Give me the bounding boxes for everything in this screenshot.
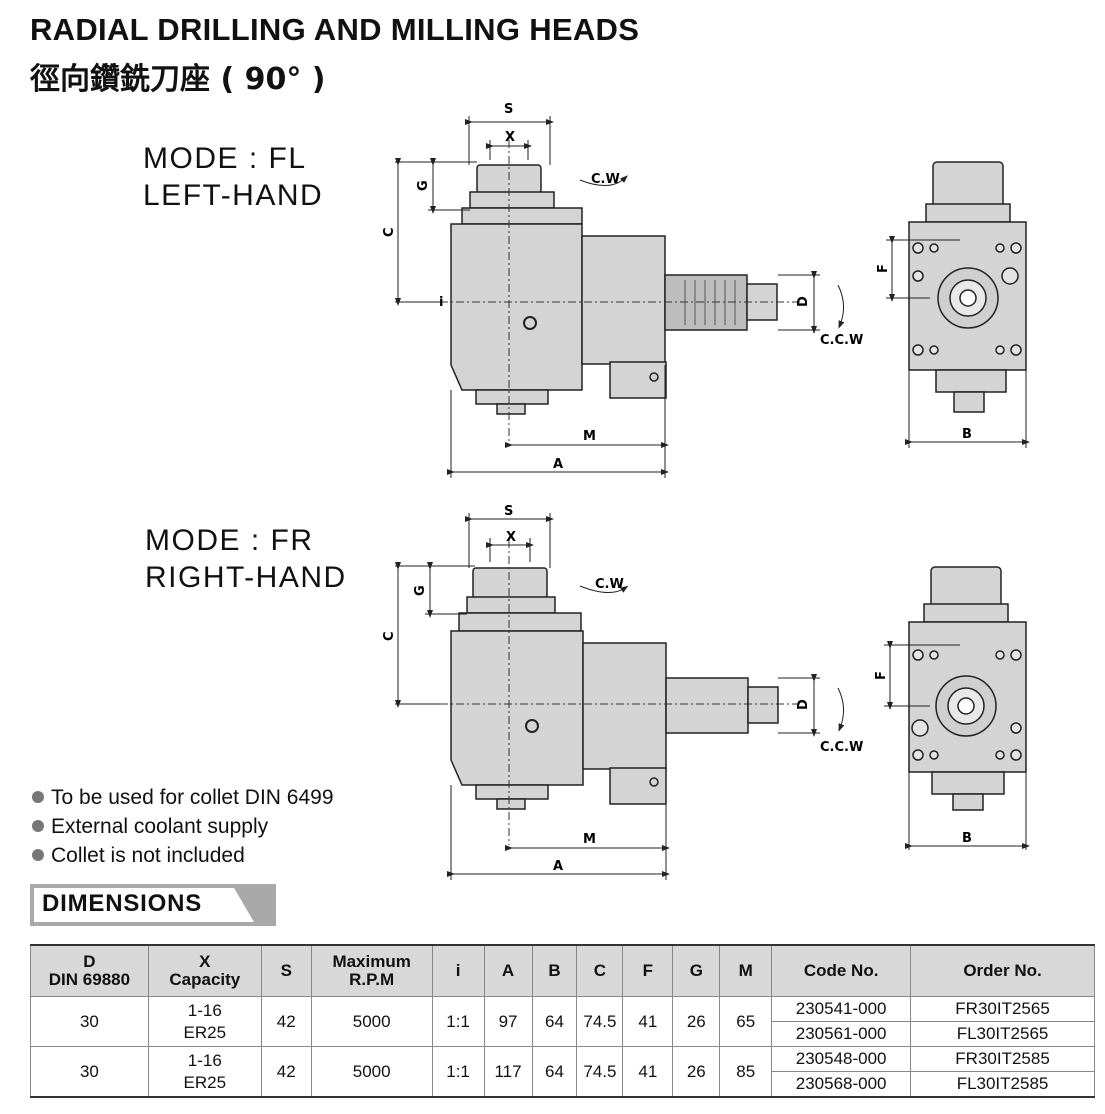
bullet-icon (32, 820, 44, 832)
col-c: C (576, 944, 624, 997)
dim-m-label-fr: M (583, 832, 596, 847)
mode-fr-line1: MODE : FR (145, 524, 314, 557)
coolant-port-fl (523, 316, 537, 330)
note-item: To be used for collet DIN 6499 (32, 783, 334, 812)
table-row: 230568-000 FL30IT2585 (31, 1071, 1095, 1098)
dim-d-label: D (796, 296, 811, 307)
dim-s-label-fr: S (504, 504, 513, 519)
dim-c-label: C (382, 227, 397, 237)
dim-a-label-fr: A (553, 859, 563, 874)
note-item: External coolant supply (32, 812, 334, 841)
side-view-fr (450, 567, 779, 810)
note-item: Collet is not included (32, 841, 334, 870)
dim-a-label: A (553, 457, 563, 472)
col-b: B (531, 944, 578, 997)
mode-fl-line1: MODE : FL (143, 142, 307, 175)
technical-drawings: S X G C D M A i C.W C.C.W F B (382, 102, 1030, 880)
bullet-icon (32, 849, 44, 861)
rotation-ccw-label-fr: C.C.W (820, 740, 863, 755)
dimensions-tab-shape (30, 884, 276, 926)
rotation-cw-label-fr: C.W (595, 577, 624, 592)
col-code: Code No. (771, 944, 912, 997)
dim-f-label-fr: F (874, 671, 889, 680)
col-m: M (719, 944, 773, 997)
dim-g-label-fr: G (413, 585, 428, 596)
coolant-port-fr (525, 719, 539, 733)
side-view-fl (450, 164, 778, 415)
col-g: G (672, 944, 721, 997)
page-title: RADIAL DRILLING AND MILLING HEADS (30, 12, 640, 47)
notes-list: To be used for collet DIN 6499 External … (32, 783, 334, 870)
rotation-ccw-label: C.C.W (820, 333, 863, 348)
table-row: 230561-000 FL30IT2565 (31, 1021, 1095, 1047)
page-subtitle: 徑向鑽銑刀座 ( 90° ) (30, 62, 326, 97)
dim-c-label-fr: C (382, 631, 397, 641)
dim-i-label: i (439, 295, 443, 310)
mode-fr-label: MODE : FR RIGHT-HAND (145, 522, 347, 596)
front-view-fl (908, 161, 1027, 413)
col-f: F (622, 944, 674, 997)
dim-x-label-fr: X (506, 530, 516, 545)
mode-fl-label: MODE : FL LEFT-HAND (143, 140, 323, 214)
dim-g-label: G (416, 180, 431, 191)
front-view-fr (908, 566, 1027, 811)
dim-b-label-fr: B (962, 831, 972, 846)
col-a: A (483, 944, 533, 997)
col-i: i (431, 944, 485, 997)
dim-s-label: S (504, 102, 513, 117)
dim-m-label: M (583, 429, 596, 444)
bullet-icon (32, 791, 44, 803)
mode-fl-line2: LEFT-HAND (143, 179, 324, 212)
rotation-cw-label: C.W (591, 172, 620, 187)
dim-b-label: B (962, 427, 972, 442)
mode-fr-line2: RIGHT-HAND (145, 561, 347, 594)
dim-f-label: F (876, 264, 891, 273)
dim-x-label: X (505, 130, 515, 145)
dim-d-label-fr: D (796, 699, 811, 710)
col-s: S (260, 944, 312, 997)
col-order: Order No. (910, 944, 1095, 997)
dimensions-heading: DIMENSIONS (30, 884, 276, 926)
